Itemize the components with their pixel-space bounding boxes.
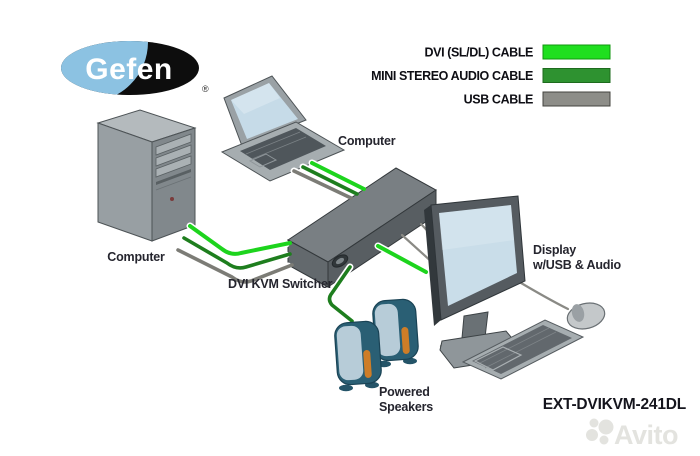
keyboard-key-row: [477, 327, 550, 365]
display-icon: [424, 195, 526, 369]
audio-cable-switcher-to-speakers: [327, 265, 354, 323]
laptop-key-row: [251, 136, 307, 160]
audio-cable-laptop-to-switcher: [301, 165, 359, 196]
mouse-buttons: [571, 304, 585, 322]
laptop-screen-glare: [231, 83, 280, 114]
legend-label-dvi: DVI (SL/DL) CABLE: [425, 46, 534, 60]
registered-mark: ®: [202, 84, 209, 94]
mouse-cable: [514, 278, 570, 311]
display-screen-glare: [439, 205, 514, 250]
dvi-cable-switcher-to-display: [376, 244, 428, 274]
usb-wire-switcher-to-display: [400, 233, 435, 265]
tower-front-face: [97, 122, 153, 242]
tower-drive-bay: [155, 155, 192, 178]
legend-label-audio: MINI STEREO AUDIO CABLE: [371, 69, 533, 83]
powered-speakers-icon: [334, 298, 419, 392]
laptop-key-row: [245, 131, 301, 155]
laptop-keyboard: [240, 128, 326, 170]
watermark-dot: [599, 435, 609, 445]
keyboard-key-row: [484, 331, 557, 369]
laptop-trackpad: [248, 153, 278, 168]
logo-text: Gefen: [85, 53, 173, 86]
display-screen: [439, 205, 517, 306]
display-label-line1: Display: [533, 243, 576, 257]
legend-swatch-dvi-cable: [542, 44, 611, 60]
laptop-icon: [220, 75, 346, 182]
legend-swatch-audio-cable: [542, 68, 611, 83]
legend-label-usb: USB CABLE: [464, 93, 533, 107]
switcher-ir-window-inner: [335, 257, 345, 265]
switcher-label: DVI KVM Switcher: [228, 277, 333, 291]
display-back-edge: [424, 205, 441, 326]
audio-cable-tower-to-switcher: [182, 236, 292, 270]
speaker-front-left: [336, 325, 364, 381]
tower-drive-bay: [155, 144, 192, 167]
product-code: EXT-DVIKVM-241DL: [543, 396, 686, 413]
dvi-cable-laptop-to-switcher: [310, 161, 366, 191]
usb-cable-laptop-to-switcher: [292, 169, 353, 200]
usb-cable-tower-to-switcher: [176, 248, 294, 284]
tower-drive-bay: [155, 133, 192, 156]
keyboard-icon: [461, 319, 585, 380]
watermark-text: Avito: [614, 420, 678, 450]
cable-legend: DVI (SL/DL) CABLE MINI STEREO AUDIO CABL…: [371, 44, 611, 107]
kvm-switcher-icon: [287, 167, 437, 288]
laptop-screen: [231, 83, 298, 139]
watermark-dot: [598, 419, 614, 435]
avito-watermark: Avito: [586, 418, 679, 450]
speakers-label-line1: Powered: [379, 385, 430, 399]
keyboard-section: [473, 346, 523, 371]
speaker-port-left: [363, 349, 372, 378]
speaker-front-right: [374, 303, 401, 357]
tower-slot: [156, 169, 191, 185]
cables: [176, 161, 428, 323]
tower-label: Computer: [107, 250, 165, 264]
dvi-cable-tower-to-switcher: [188, 224, 292, 256]
mouse-body: [566, 302, 606, 330]
tower-power-button: [170, 197, 174, 201]
tower-divider: [155, 176, 192, 191]
speaker-foot: [339, 384, 353, 392]
watermark-dot: [589, 418, 599, 428]
watermark-dot: [586, 429, 598, 441]
legend-swatch-usb-cable: [542, 91, 611, 107]
speaker-port-right: [401, 326, 410, 354]
laptop-label: Computer: [338, 134, 396, 148]
speakers-label-line2: Speakers: [379, 400, 433, 414]
mouse-icon: [566, 302, 606, 330]
display-label-line2: w/USB & Audio: [532, 258, 621, 272]
gefen-logo: Gefen ®: [61, 41, 209, 95]
computer-tower-icon: [96, 109, 197, 242]
labels: Computer Computer DVI KVM Switcher Displ…: [107, 134, 686, 414]
